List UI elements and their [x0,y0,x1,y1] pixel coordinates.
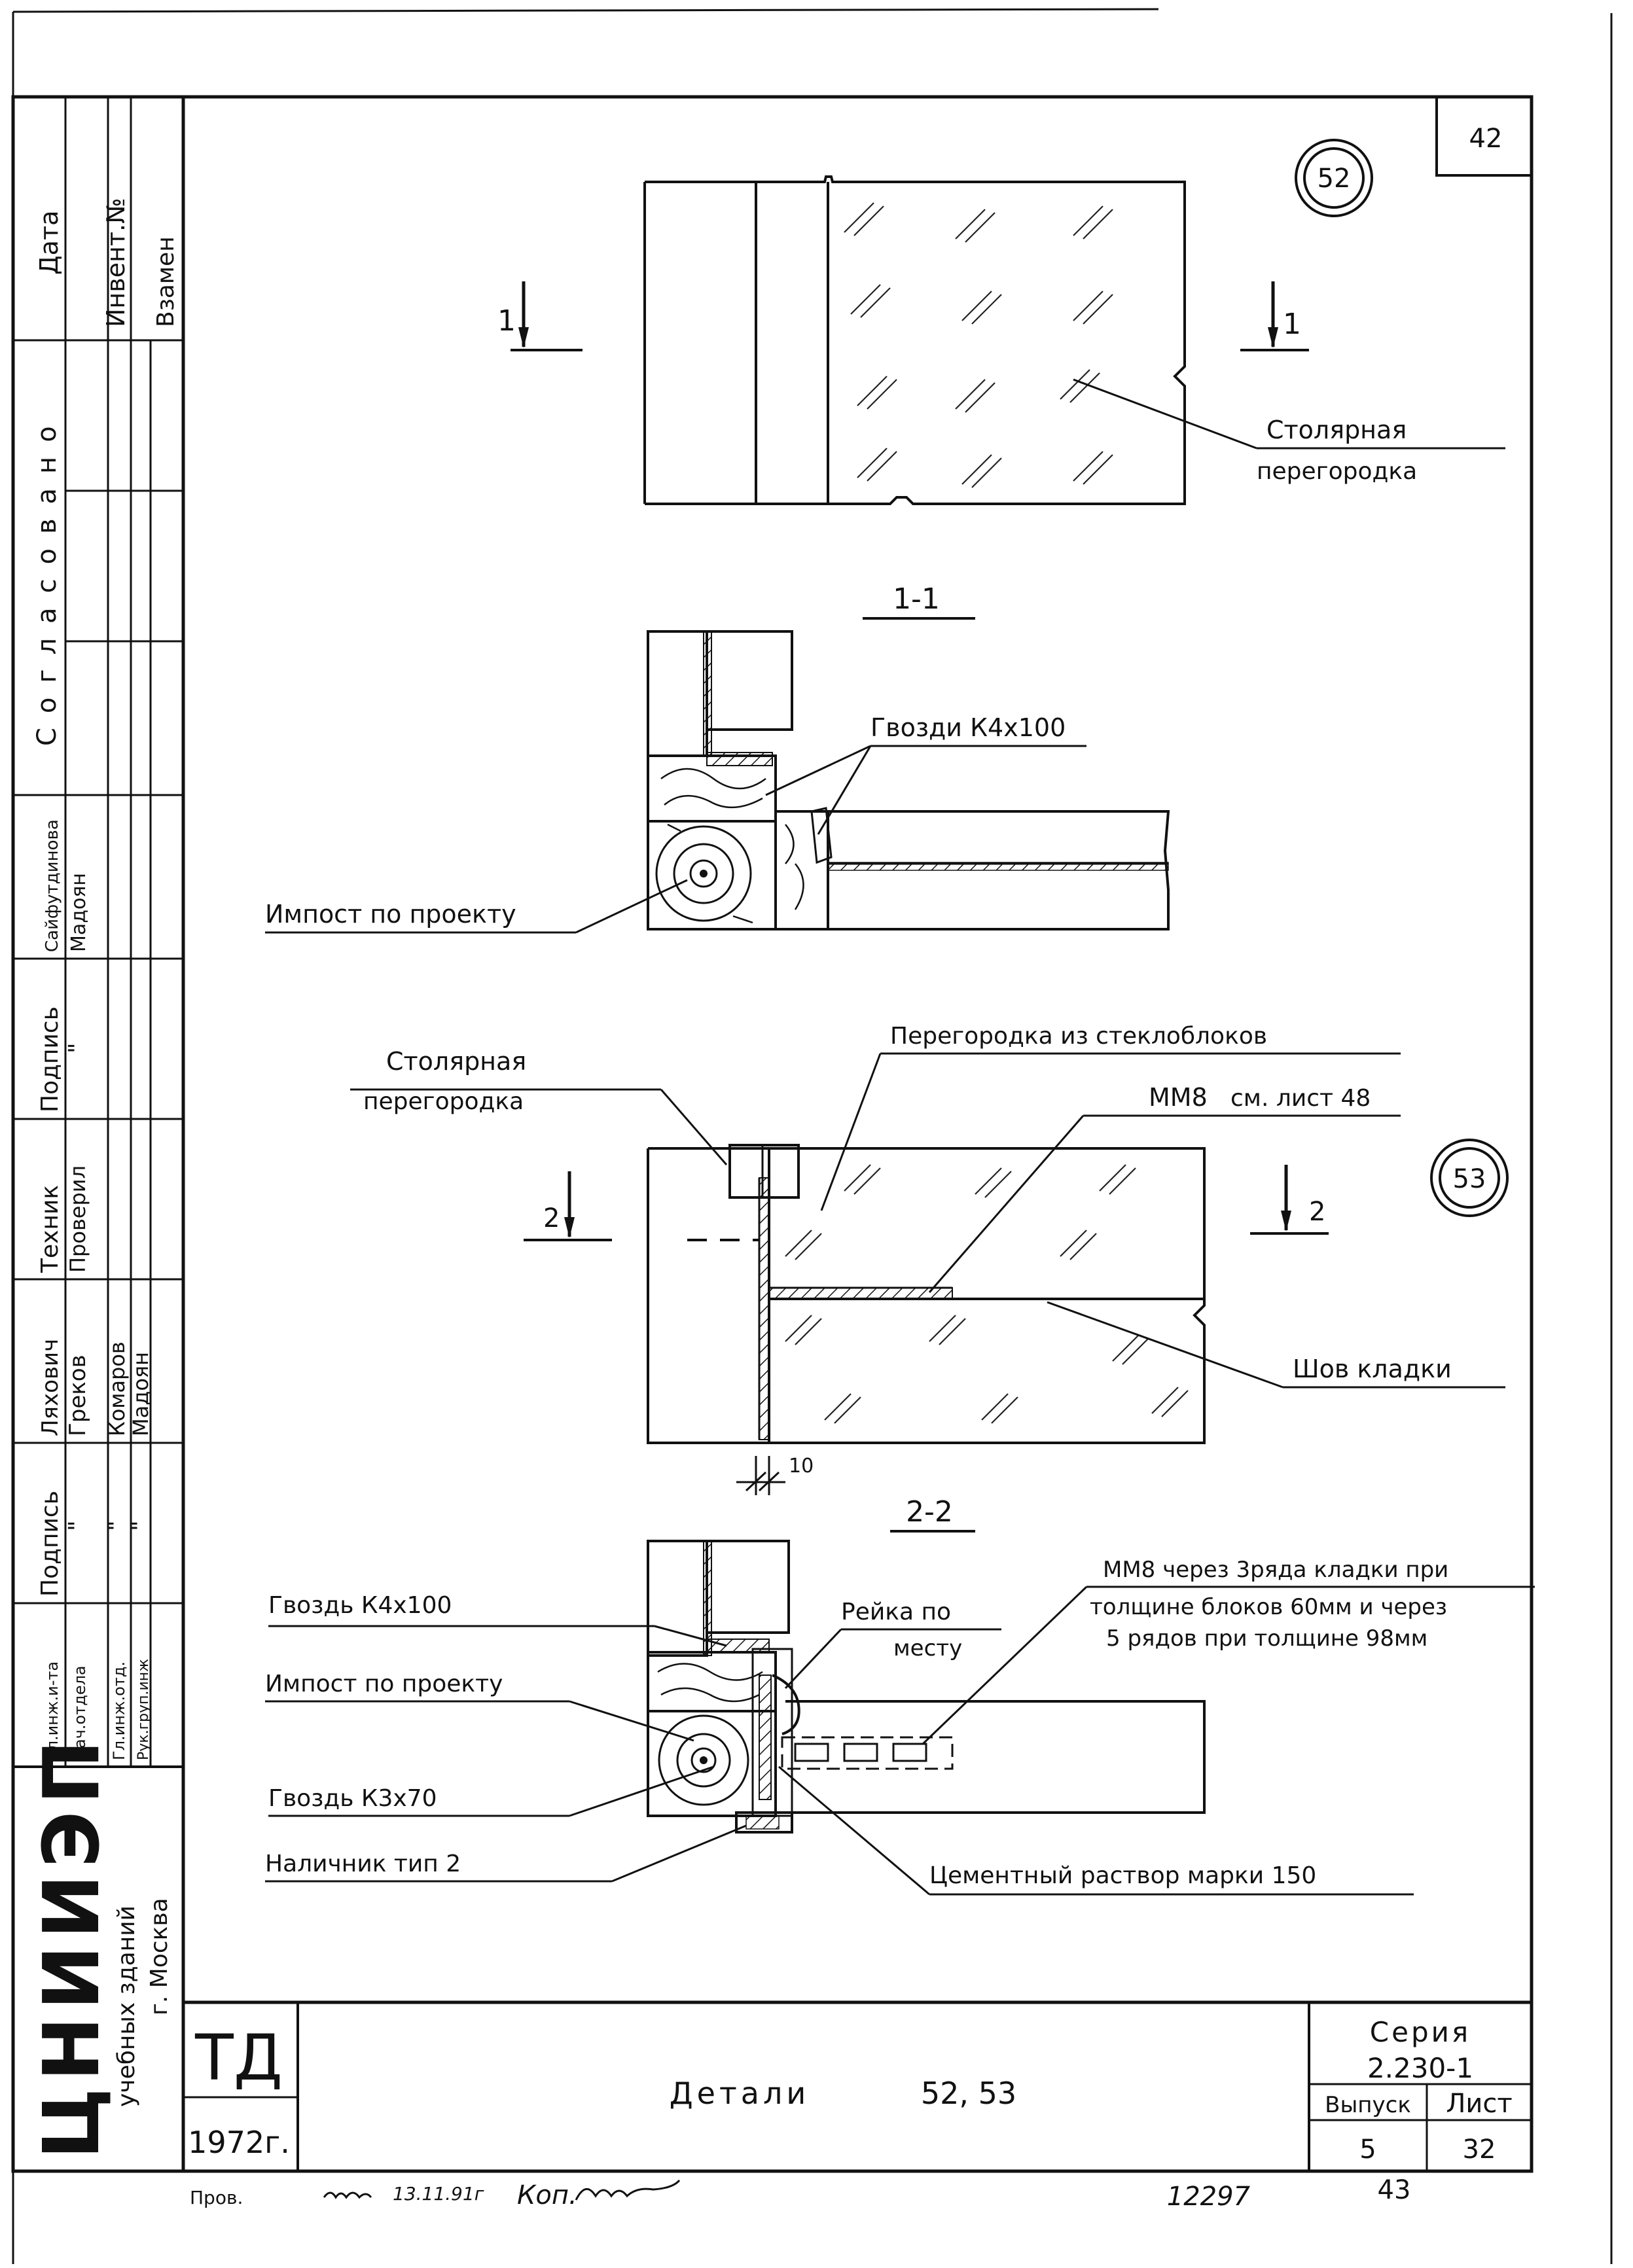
label-glass-block-partition: Перегородка из стеклоблоков [890,1023,1267,1050]
section-marker-2-left: 2 [543,1203,560,1233]
year: 1972г. [188,2125,290,2160]
sign-mark-2: " [64,1520,91,1531]
label-date: Дата [35,211,63,275]
check-mark: Пров. [190,2187,243,2208]
label-masonry-joint: Шов кладки [1293,1355,1452,1383]
sheet-label: Лист [1446,2089,1512,2119]
label-nail-k3x70: Гвоздь К3х70 [268,1785,437,1812]
sign-mark-1: " [64,1042,91,1054]
signature-date: 13.11.91г [393,2183,484,2205]
label-impost-2: Импост по проекту [265,1671,503,1697]
label-signature-2: Подпись [37,1491,63,1597]
label-replace: Взамен [153,236,179,327]
label-impost-1: Импост по проекту [265,900,516,929]
sheet-title-numbers: 52, 53 [921,2076,1016,2111]
label-inventory-no: Инвент.№ [101,198,130,327]
label-rail-2: месту [893,1635,962,1661]
detail-53-elevation: 2 2 Столярная перегородка Перегородка из… [350,1023,1505,1495]
sign-name-1: Сайфутдинова [43,819,62,952]
series-value: 2.230-1 [1367,2052,1473,2084]
name-1: Ляхович [37,1339,63,1436]
position-2: Нач.отдела [71,1665,89,1760]
dimension-10: 10 [789,1455,814,1478]
copy-label: Коп. [517,2180,577,2210]
sheet-title: Детали [670,2076,810,2111]
section-title-2-2: 2-2 [906,1495,953,1529]
stamp-td: ТД [194,2021,283,2095]
label-mm8-ref: см. лист 48 [1230,1085,1371,1112]
archive-number: 12297 [1167,2182,1251,2212]
label-technician: Техник [37,1185,63,1273]
label-agreed: Согласовано [32,412,62,746]
sheet-number-box: 42 [1435,96,1533,177]
label-cement-mortar: Цементный раствор марки 150 [929,1862,1316,1889]
org-line-2: г. Москва [146,1898,173,2015]
sheet-number-top: 42 [1469,124,1503,154]
section-title-1-1: 1-1 [893,582,940,616]
section-marker-1-left: 1 [497,304,516,338]
org-logo: ЦНИИЭП [26,1733,117,2159]
sign-mark-3: " [103,1520,130,1531]
section-marker-1-right: 1 [1283,308,1301,341]
label-checked: Проверил [65,1165,90,1273]
sheet-number-bottom: 43 [1378,2175,1411,2205]
copy-signature [575,2179,681,2201]
callout-53: 53 [1453,1164,1486,1194]
bottom-annotations: Пров. 13.11.91г Коп. 12297 43 [190,2175,1410,2212]
label-signature-1: Подпись [37,1006,63,1112]
name-2: Греков [65,1355,91,1436]
name-4: Мадоян [128,1352,153,1436]
label-nail-k4x100: Гвоздь К4х100 [268,1592,452,1619]
detail-52-callout: 52 [1295,139,1373,217]
name-3: Комаров [105,1341,130,1436]
issue-value: 5 [1359,2135,1376,2165]
label-carpentry-53-1: Столярная [386,1047,526,1076]
sheet-frame [11,8,1613,2264]
label-mm8: ММ8 [1149,1083,1208,1112]
series-label: Серия [1370,2016,1471,2048]
section-2-2: 2-2 Гвоздь К4х100 Импост по проекту [265,1495,1535,1896]
sign-name-2: Мадоян [67,873,90,952]
org-line-1: учебных зданий [113,1905,140,2107]
label-mm8-note-2: толщине блоков 60мм и через [1090,1594,1447,1620]
position-1: Гл.инж.и-та [43,1661,62,1760]
sign-mark-4: " [127,1520,154,1531]
label-mm8-note-3: 5 рядов при толщине 98мм [1106,1625,1427,1652]
detail-53-callout: 53 [1430,1139,1509,1217]
label-mm8-note-1: ММ8 через 3ряда кладки при [1103,1557,1448,1583]
label-rail-1: Рейка по [841,1599,951,1625]
position-3: Гл.инж.отд. [110,1661,128,1760]
section-marker-2-right: 2 [1309,1197,1325,1227]
detail-52-elevation: 1 1 Столярная перегородка [497,175,1505,505]
glass-hatching-53 [785,1164,1189,1424]
label-nails-k4x100: Гвозди К4х100 [870,713,1066,742]
issue-label: Выпуск [1325,2092,1411,2118]
callout-52: 52 [1318,164,1351,194]
label-carpentry-partition-1: Столярная [1266,416,1407,444]
glass-hatching-52 [844,202,1113,488]
label-carpentry-53-2: перегородка [363,1088,524,1115]
sheet-value: 32 [1463,2135,1496,2165]
title-block: ТД 1972г. Детали 52, 53 Серия 2.230-1 Вы… [183,2000,1532,2171]
label-casing-type-2: Наличник тип 2 [265,1851,461,1877]
position-4: Рук.груп.инж [135,1659,152,1760]
left-approval-strip: Дата Инвент.№ Взамен Согласовано Сайфутд… [13,97,183,2159]
section-1-1: 1-1 Гвозди К4х100 Импост по проекту [265,582,1170,934]
handwritten-initials [323,2191,372,2199]
label-carpentry-partition-2: перегородка [1257,458,1417,485]
